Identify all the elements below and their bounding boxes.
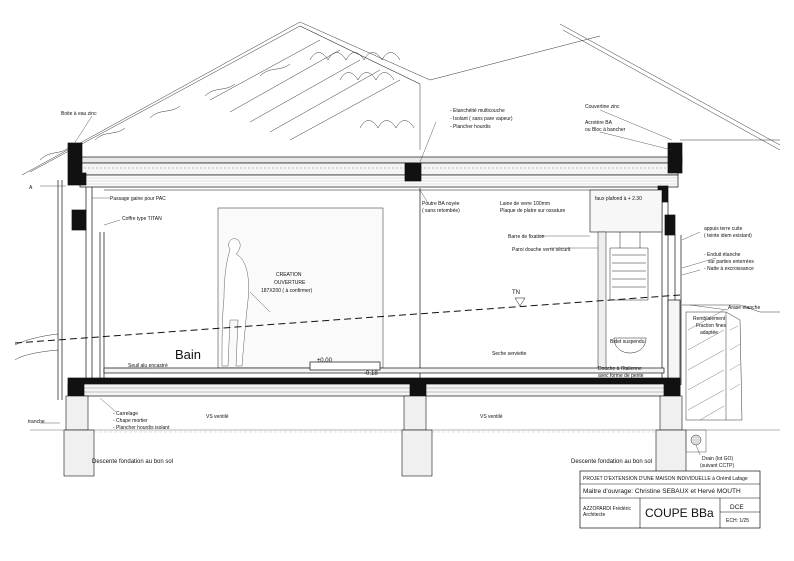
terrain [14, 304, 780, 453]
architect-role: Architecte [583, 512, 605, 518]
existing-roof [21, 21, 781, 176]
label-creation-3: 187X200 ( à confirmer) [261, 288, 312, 294]
phase-label: DCE [730, 504, 744, 511]
label-vs-ventile-2: VS ventilé [480, 414, 503, 420]
label-douche-2: avec forme de pente [598, 373, 644, 379]
new-opening [217, 207, 384, 369]
label-etancheite: - Etanchéité multicouche [450, 108, 505, 114]
label-seche-serviette: Seche serviette [492, 351, 527, 357]
label-appuis-1: appuis terre cuite [704, 226, 743, 232]
label-level-minus: -0.18 [364, 371, 378, 377]
title-block: PROJET D'EXTENSION D'UNE MAISON INDIVIDU… [579, 470, 761, 529]
label-poutre-1: Poutre BA noyée [422, 201, 460, 207]
label-drain-2: (suivant CCTP) [700, 463, 735, 469]
label-tranche: tranche [28, 419, 45, 425]
project-title: PROJET D'EXTENSION D'UNE MAISON INDIVIDU… [583, 476, 748, 482]
label-natte: - Natte à excroissance [704, 266, 754, 272]
label-enduit-2: sur parties enterrées [708, 259, 754, 265]
label-arase: Arase étanche [728, 305, 760, 311]
label-bidet: Bidet suspendu [610, 339, 645, 345]
ceiling [104, 189, 663, 233]
label-chape: - Chape mortier [113, 418, 148, 424]
label-laine-1: Laine de verre 100mm [500, 201, 550, 207]
floor-slab [67, 361, 681, 397]
walls [57, 180, 682, 400]
leader-lines [40, 109, 729, 456]
shower-area [597, 231, 660, 373]
label-drain-1: Drain (lot GO) [702, 456, 733, 462]
label-acrotere-2: ou Bloc à bancher [585, 127, 626, 133]
label-descente-2: Descente fondation au bon sol [571, 459, 652, 465]
scale-label: ECH: 1/25 [726, 518, 749, 524]
label-paroi-douche: Paroi douche verre sécurit [512, 247, 571, 253]
client-name: Maitre d'ouvrage: Christine SEBAUX et He… [583, 488, 741, 495]
label-barre-fixation: Barre de fixation [508, 234, 545, 240]
label-faux-plafond: faux plafond à + 2.30 [595, 196, 642, 202]
label-couvertine: Couvertine zinc [585, 104, 620, 110]
label-tn: TN [512, 290, 520, 296]
label-isolant: - Isolant ( sans pare vapeur) [450, 116, 513, 122]
label-remblaiement-3: adaptée [700, 330, 718, 336]
label-creation-2: OUVERTURE [274, 280, 306, 286]
label-plancher-hourdis-bottom: - Plancher hourdis isolant [113, 425, 170, 431]
label-poutre-2: ( sans retombée) [422, 208, 460, 214]
label-boite-eau: Boite à eau zinc [61, 111, 97, 117]
label-appuis-2: ( teinte idem existant) [704, 233, 752, 239]
annotations: Boite à eau zinc - Etanchéité multicouch… [28, 104, 760, 469]
label-remblaiement-2: Fraction fines [696, 323, 727, 329]
label-coffre: Coffre type TITAN [122, 216, 162, 222]
label-acrotere-1: Acrotère BA [585, 120, 613, 126]
architect-name: AZZOPARDI Frédéric [583, 506, 631, 512]
label-laine-2: Plaque de platre sur ossature [500, 208, 566, 214]
label-bain: Bain [175, 347, 201, 362]
label-plancher-hourdis-top: - Plancher hourdis [450, 124, 491, 130]
label-level-zero: ±0.00 [317, 358, 333, 364]
label-vs-ventile-1: VS ventilé [206, 414, 229, 420]
label-a: A [29, 185, 33, 191]
label-passage-gaine: Passage gaine pour PAC [110, 196, 166, 202]
label-douche-1: Douche à l'Italienne [598, 366, 642, 372]
natural-ground-line [14, 294, 681, 344]
foundations [30, 395, 780, 477]
roof-slab [67, 142, 683, 236]
label-enduit-1: - Enduit étanche [704, 252, 741, 258]
label-carrelage: - Carrelage [113, 411, 138, 417]
label-remblaiement-1: Remblaiement [693, 316, 726, 322]
label-descente-1: Descente fondation au bon sol [92, 459, 173, 465]
sheet-title: COUPE BBa [645, 506, 714, 520]
label-creation-1: CREATION [276, 272, 302, 278]
label-seuil: Seuil alu encastré [128, 363, 168, 369]
